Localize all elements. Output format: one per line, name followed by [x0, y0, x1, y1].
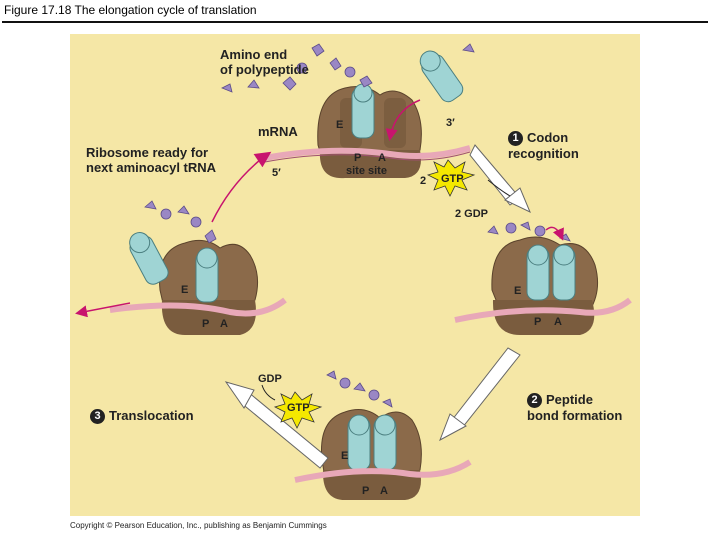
- p-site-right: P: [534, 316, 542, 328]
- step-1-recognition: recognition: [508, 146, 579, 161]
- figure-title: Figure 17.18 The elongation cycle of tra…: [4, 3, 257, 17]
- mrna-label: mRNA: [258, 124, 298, 139]
- five-prime-label: 5′: [272, 167, 281, 179]
- two-gdp-label: 2 GDP: [455, 208, 489, 220]
- step-2-peptide: 2 Peptide: [527, 393, 593, 408]
- step-1-line1: Codon: [527, 130, 569, 145]
- p-site-top: P: [354, 152, 362, 164]
- step-3-translocation: 3 Translocation: [90, 409, 194, 424]
- a-site-right: A: [554, 316, 562, 328]
- a-site-bottom: A: [380, 485, 388, 497]
- p-site-bottom: P: [362, 485, 370, 497]
- ribosome-ready-label-1: Ribosome ready for: [86, 145, 209, 160]
- step-1-codon: 1 Codon: [508, 131, 568, 146]
- step-1-number: 1: [508, 131, 523, 146]
- gtp-label-bottom: GTP: [287, 402, 310, 414]
- site-words: site site: [346, 165, 387, 177]
- e-site-left: E: [181, 284, 189, 296]
- a-site-left: A: [220, 318, 228, 330]
- ribosome-ready-label-2: next aminoacyl tRNA: [86, 160, 217, 175]
- e-site-bottom: E: [341, 450, 349, 462]
- title-rule: [2, 21, 708, 23]
- gdp-label: GDP: [258, 373, 282, 385]
- step-2-bond-formation: bond formation: [527, 408, 623, 423]
- copyright-notice: Copyright © Pearson Education, Inc., pub…: [70, 521, 327, 530]
- p-site-left: P: [202, 318, 210, 330]
- e-site-right: E: [514, 285, 522, 297]
- polypeptide-label: of polypeptide: [220, 62, 309, 77]
- two-label: 2: [420, 175, 427, 187]
- step-3-line1: Translocation: [109, 408, 194, 423]
- three-prime-label: 3′: [446, 117, 455, 129]
- a-site-top: A: [378, 152, 386, 164]
- step-2-line1: Peptide: [546, 392, 593, 407]
- step-3-number: 3: [90, 409, 105, 424]
- ribosome-top: [317, 83, 422, 179]
- step-2-number: 2: [527, 393, 542, 408]
- e-site-top: E: [336, 119, 344, 131]
- amino-end-label: Amino end: [220, 47, 288, 62]
- gtp-label-top: GTP: [441, 173, 464, 185]
